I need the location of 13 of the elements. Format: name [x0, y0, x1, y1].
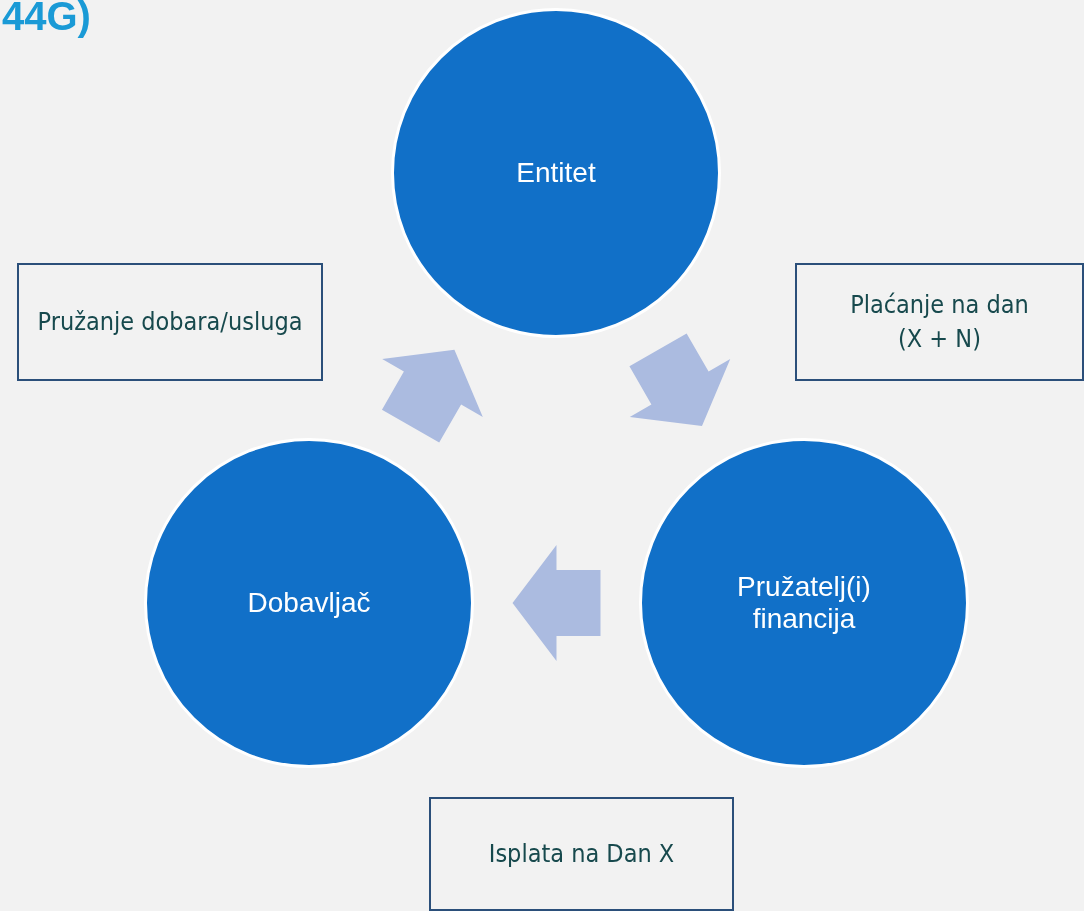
node-label: Pružanje dobara/usluga	[36, 306, 304, 339]
block-arrow	[629, 333, 731, 427]
block-arrow	[512, 545, 601, 661]
node-label: Dobavljač	[247, 586, 371, 620]
text-box	[795, 263, 1084, 381]
block-arrow	[381, 349, 483, 443]
text-box	[429, 797, 734, 911]
node-label: Entitet	[516, 156, 596, 190]
title: 44G)	[2, 0, 91, 39]
text-box	[17, 263, 323, 381]
node-label: Isplata na Dan X	[487, 838, 676, 871]
node-label: Plaćanje na dan (X + N)	[849, 289, 1030, 355]
node-label: Pružatelj(i) financija	[736, 570, 872, 636]
